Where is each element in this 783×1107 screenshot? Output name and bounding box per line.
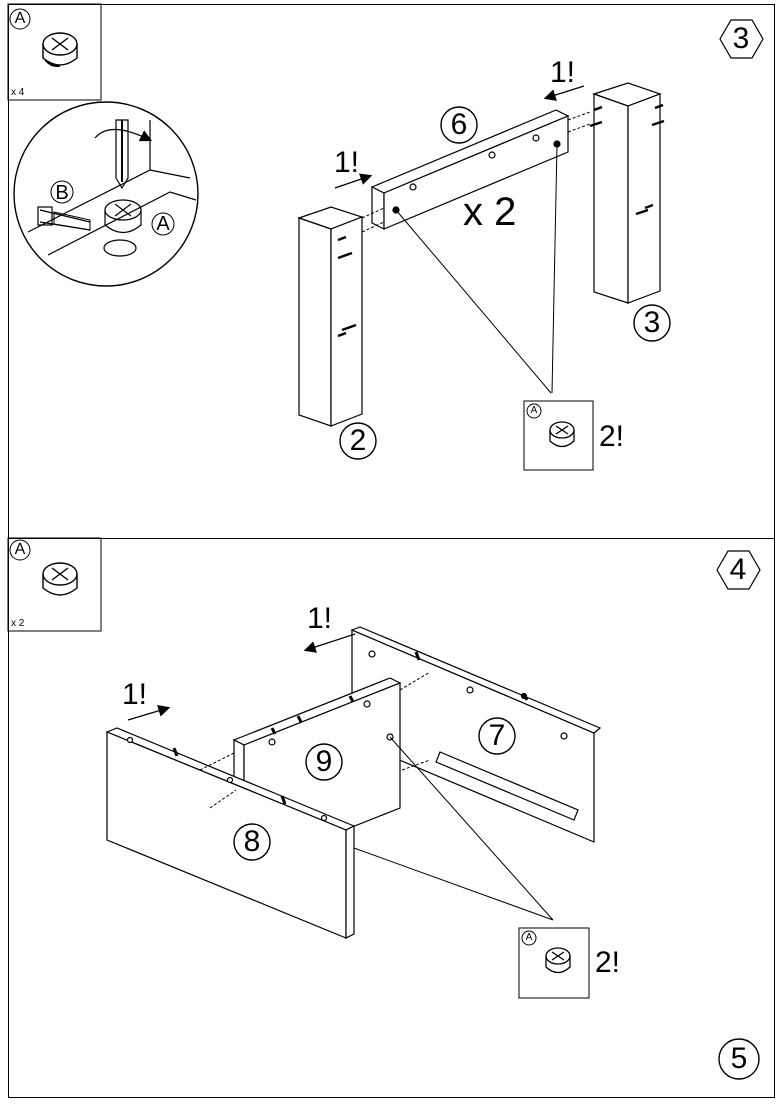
callout-left: 1!: [334, 146, 360, 179]
step-4-hexagon: [716, 550, 761, 590]
hardware-letter: A: [14, 10, 26, 27]
hardware-box-a-2: [7, 537, 102, 632]
next-step-circle: [718, 1038, 760, 1080]
hardware-box-a: [7, 3, 102, 101]
panel-7: [268, 626, 602, 843]
step-4-panel: [8, 538, 775, 1098]
beam-6: [370, 109, 570, 230]
step-3-hexagon: [719, 19, 764, 59]
part-2-label: 2: [349, 424, 367, 457]
part-7-label: 7: [488, 719, 506, 752]
part-a-circle: [151, 212, 175, 236]
cam-lock-icon-2: [42, 562, 78, 596]
leg-2: [297, 206, 364, 427]
hardware-qty-2: x 2: [11, 618, 25, 629]
arrow-right: [334, 173, 373, 189]
arrow-top: [303, 633, 356, 653]
hardware-letter-circle: [9, 8, 31, 30]
leg-3: [589, 82, 665, 304]
panel-8: [105, 727, 356, 939]
part-2-circle: [339, 422, 377, 460]
arrow-left-2: [127, 705, 171, 721]
arrow-left: [543, 85, 585, 101]
cam-hint-label-2: 2!: [595, 946, 621, 979]
cam-hint-box: [523, 400, 594, 471]
callout-left-2: 1!: [122, 678, 148, 711]
hardware-letter-2: A: [14, 541, 26, 558]
multiplier: x 2: [463, 190, 517, 234]
part-6-label: 6: [450, 108, 468, 141]
cam-hint-label: 2!: [599, 420, 625, 453]
step-4-number: 4: [729, 553, 747, 586]
cam-lock-icon: [42, 32, 78, 68]
detail-part-b: B: [55, 182, 69, 204]
cam-hint-letter-2: A: [525, 932, 533, 943]
part-8-label: 8: [243, 825, 261, 858]
hardware-qty: x 4: [11, 87, 25, 98]
detail-contents: [27, 119, 197, 257]
cam-hint-letter: A: [530, 405, 538, 416]
detail-magnifier: [13, 101, 199, 287]
next-step-label: 5: [730, 1042, 748, 1075]
step-3-number: 3: [732, 22, 750, 55]
part-3-circle: [633, 304, 671, 342]
part-6-circle: [440, 106, 478, 144]
part-8-circle: [233, 823, 271, 861]
part-9-label: 9: [315, 745, 333, 778]
part-3-label: 3: [643, 306, 661, 339]
detail-part-a: A: [156, 213, 170, 235]
part-9-circle: [305, 743, 343, 781]
callout-right: 1!: [550, 56, 576, 89]
part-b-circle: [50, 180, 74, 204]
callout-top: 1!: [307, 602, 333, 635]
part-7-circle: [478, 717, 516, 755]
